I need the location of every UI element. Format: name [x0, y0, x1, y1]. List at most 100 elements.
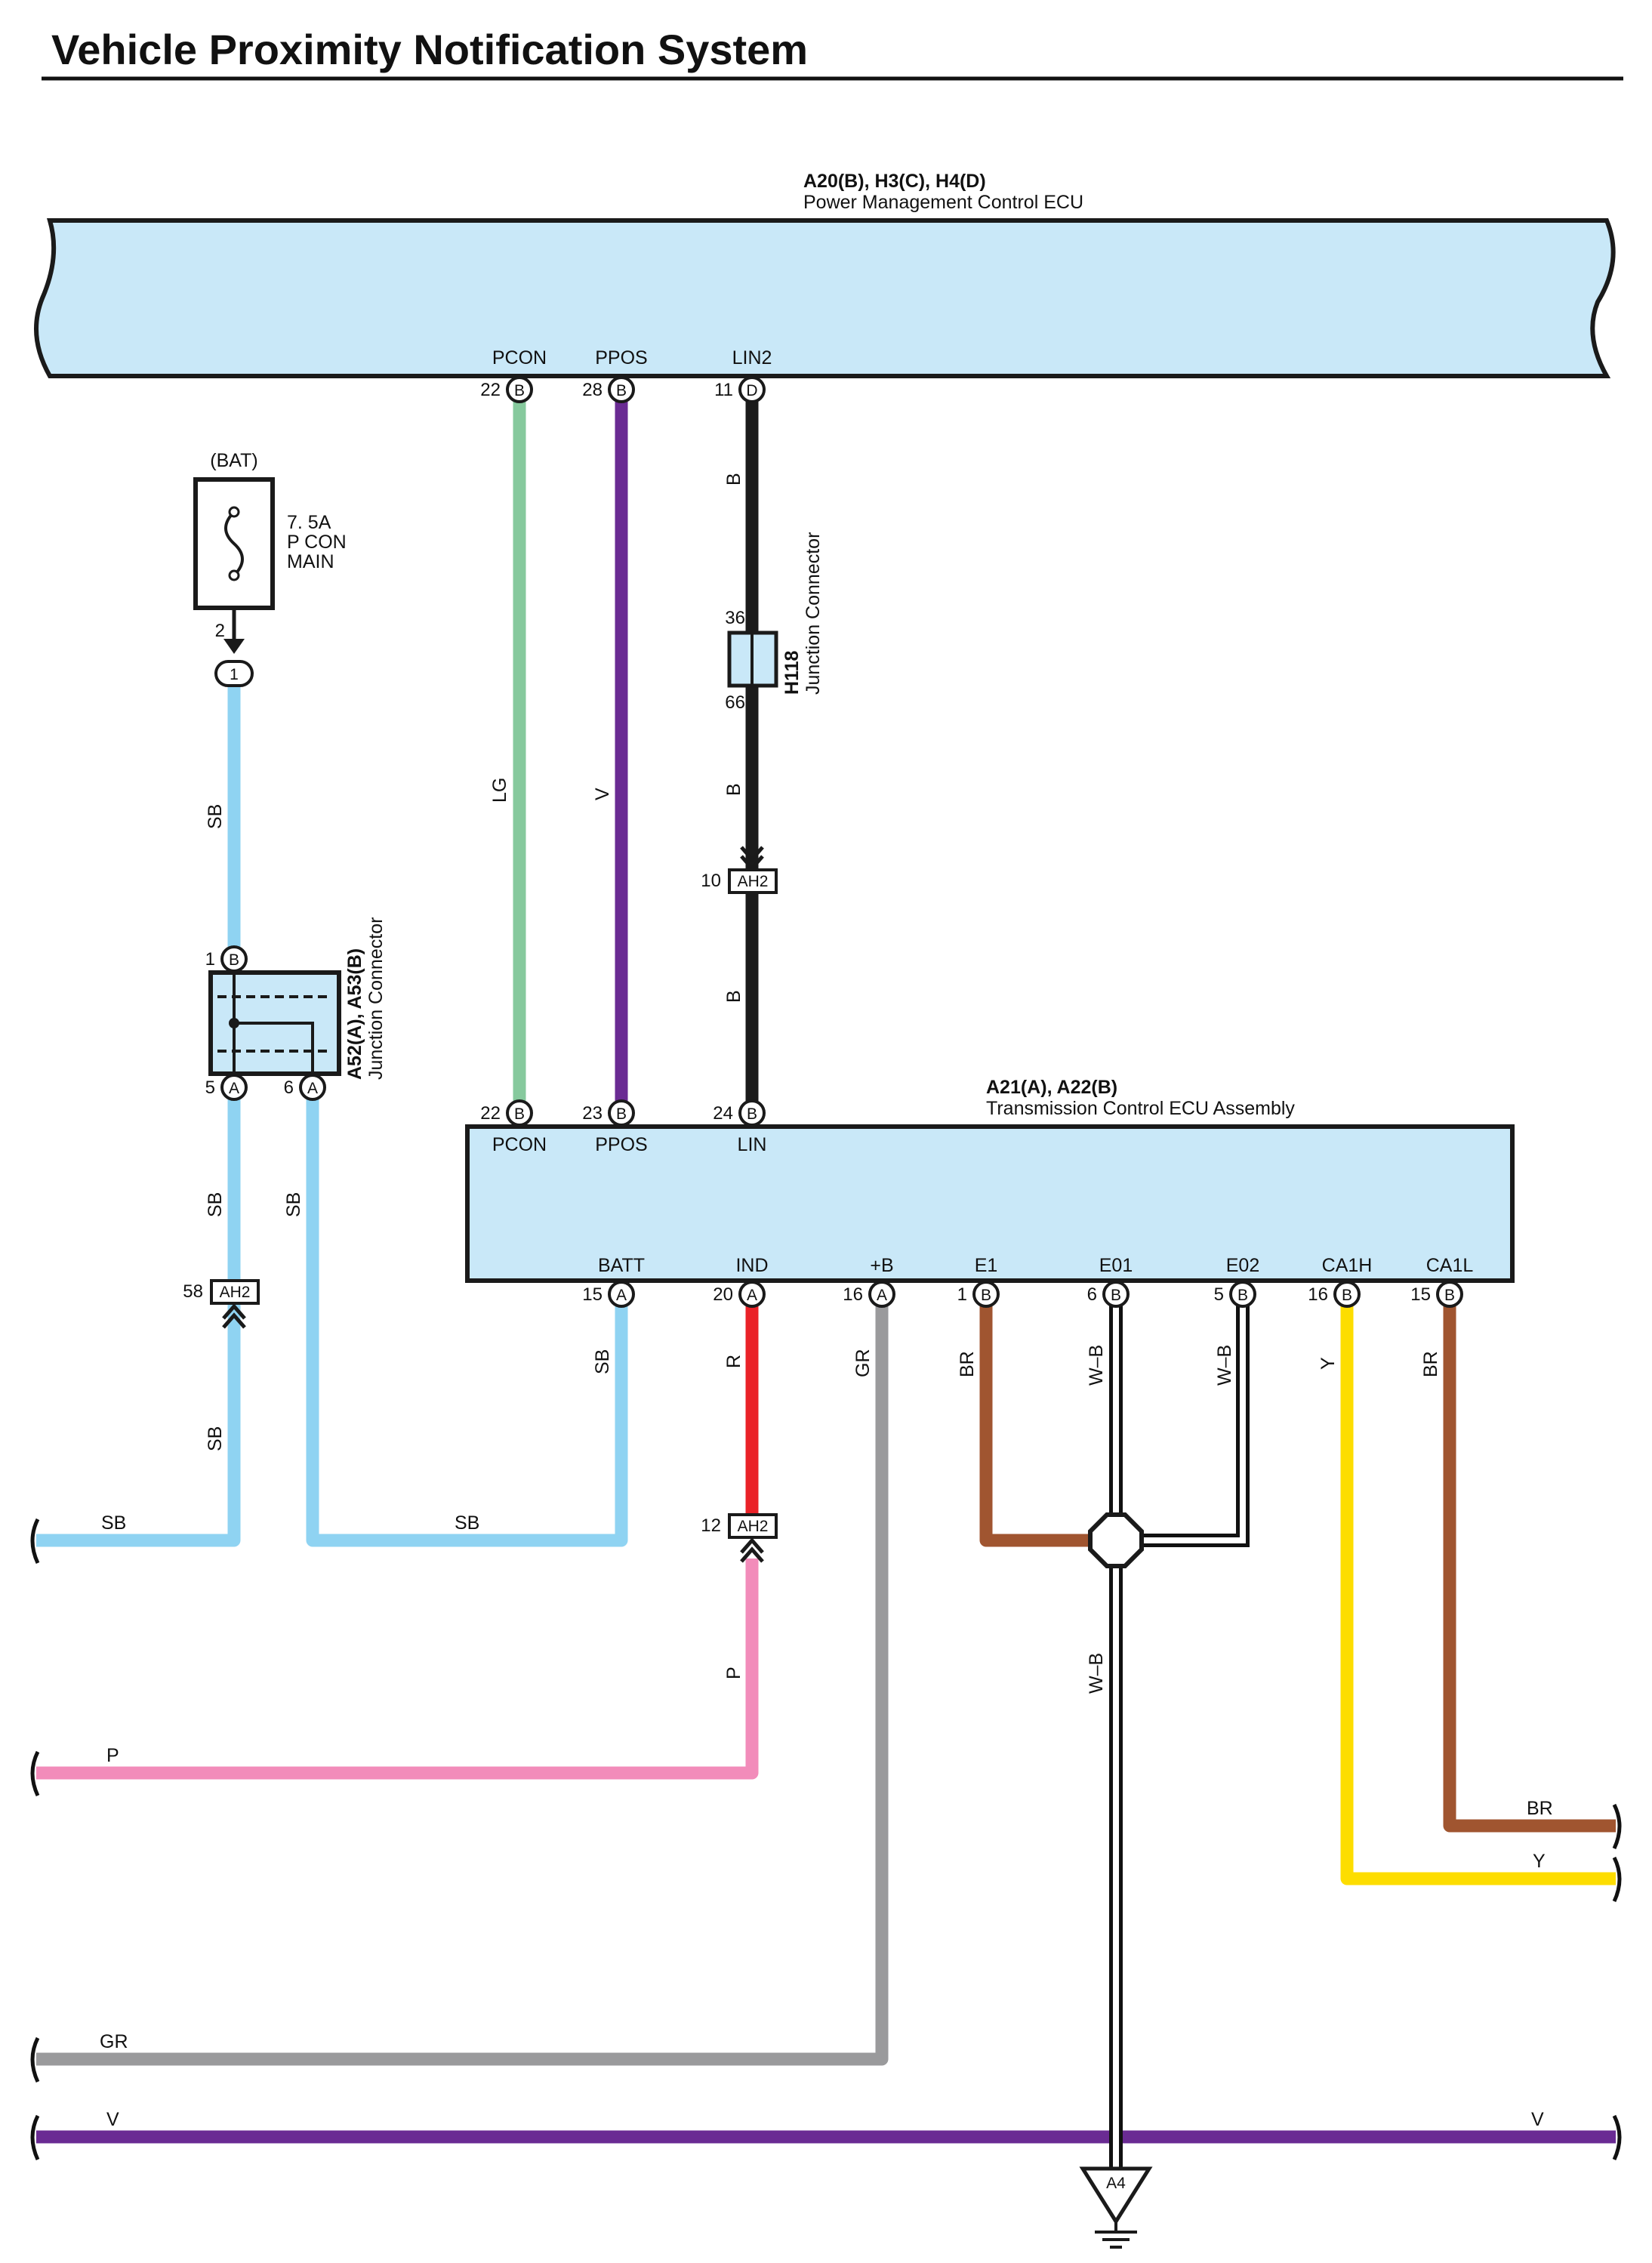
wire-label-v: V [592, 788, 613, 800]
pin-code: B [514, 382, 525, 399]
ah2-12-code: AH2 [738, 1518, 769, 1535]
tc-pin-ind: A 20 [713, 1281, 766, 1308]
pin-circle [1229, 1281, 1256, 1308]
wire-sb-left [36, 1087, 241, 1547]
pin-number: 1 [205, 949, 215, 970]
a52-codes: A52(A), A53(B) [344, 948, 365, 1080]
connector-1-oval [214, 660, 254, 687]
pin-circle [506, 376, 533, 403]
wire-label-v: V [1531, 2109, 1544, 2130]
pin-code: A [307, 1080, 318, 1097]
pin-number: 1 [957, 1284, 967, 1305]
h118-pin-top: 36 [725, 608, 745, 628]
tc-terminal-ca1l-label: CA1L [1426, 1255, 1474, 1276]
pm-ecu-name: Power Management Control ECU [803, 192, 1083, 213]
pin-number: 5 [1214, 1284, 1224, 1305]
wire-label-r: R [723, 1355, 744, 1368]
a52-pin-6: A 6 [284, 1074, 326, 1101]
pin-code: A [229, 1080, 239, 1097]
wire-br-e1 [979, 1294, 1090, 1547]
wire-label-br: BR [1420, 1351, 1441, 1377]
fuse-rating: 7. 5A [287, 512, 331, 533]
tc-pin-e1: B 1 [957, 1281, 1000, 1308]
chevron-down-icon [740, 846, 764, 862]
wire-gr [36, 1294, 889, 2066]
tc-pin-b-plus: A 16 [843, 1281, 895, 1308]
a52-pin-1: B 1 [205, 945, 248, 973]
pin-number: 15 [1410, 1284, 1431, 1305]
wire-label-sb: SB [455, 1512, 479, 1534]
tc-terminal-pcon-label: PCON [492, 1134, 547, 1155]
pin-code: A [616, 1287, 627, 1304]
transmission-control-ecu-box [465, 1124, 1515, 1283]
fuse-icon [224, 510, 244, 577]
squiggle-y [1612, 1856, 1622, 1903]
pin-circle [220, 945, 248, 973]
tc-ecu-name: Transmission Control ECU Assembly [986, 1098, 1295, 1119]
tc-pin-pcon: B 22 [480, 1099, 533, 1127]
fuse-pin: 2 [215, 621, 225, 641]
pm-terminal-pcon-label: PCON [492, 347, 547, 368]
pin-circle [608, 1099, 635, 1127]
pin-circle [738, 1099, 766, 1127]
squiggle-p [30, 1750, 40, 1797]
tc-pin-ppos: B 23 [582, 1099, 635, 1127]
pin-code: B [1111, 1287, 1121, 1304]
pin-code: B [981, 1287, 991, 1304]
tc-terminal-ppos-label: PPOS [595, 1134, 647, 1155]
tc-terminal-e1-label: E1 [975, 1255, 998, 1276]
wire-label-br: BR [957, 1351, 978, 1377]
pin-number: 11 [714, 380, 733, 400]
wire-label-b: B [723, 783, 744, 796]
tc-terminal-lin-label: LIN [738, 1134, 767, 1155]
squiggle-v-right [1612, 2114, 1622, 2161]
ground-a4-triangle [1079, 2166, 1153, 2225]
tc-terminal-ca1h-label: CA1H [1322, 1255, 1373, 1276]
pin-circle [299, 1074, 326, 1101]
pin-code: B [616, 1105, 627, 1123]
pin-circle [738, 376, 766, 403]
pm-pin-lin2: D 11 [714, 376, 766, 403]
wire-label-sb: SB [283, 1192, 304, 1217]
pin-number: 15 [582, 1284, 603, 1305]
pin-circle [868, 1281, 895, 1308]
wire-label-br: BR [1527, 1798, 1553, 1819]
wire-y [1340, 1294, 1616, 1885]
pin-number: 5 [205, 1078, 215, 1098]
pin-circle [608, 1281, 635, 1308]
pin-circle [738, 1281, 766, 1308]
pin-code: B [1444, 1287, 1455, 1304]
continuation-marks [30, 1518, 1622, 2161]
pin-number: 28 [582, 380, 603, 400]
pin-code: D [746, 382, 757, 399]
tc-terminal-e02-label: E02 [1226, 1255, 1259, 1276]
tc-pin-e02: B 5 [1214, 1281, 1256, 1308]
squiggle-sb [30, 1518, 40, 1565]
pin-circle [972, 1281, 1000, 1308]
pin-circle [220, 1074, 248, 1101]
wire-label-lg: LG [489, 778, 510, 803]
chevron-up-icon [222, 1312, 246, 1329]
pin-circle [608, 376, 635, 403]
pm-pin-pcon: B 22 [480, 376, 533, 403]
a52-pin-5: A 5 [205, 1074, 248, 1101]
wire-label-y: Y [1318, 1357, 1339, 1370]
wire-label-wb: W–B [1086, 1345, 1107, 1386]
tc-terminal-batt-label: BATT [598, 1255, 645, 1276]
wire-label-sb: SB [592, 1349, 613, 1374]
fuse-supply-label: (BAT) [210, 450, 257, 471]
wire-label-p: P [106, 1745, 119, 1766]
fuse-terminal-icon [228, 506, 240, 518]
ground-a4-label: A4 [1106, 2175, 1126, 2192]
wire-label-gr: GR [852, 1349, 874, 1378]
fuse-name-line1: P CON [287, 532, 347, 553]
pin-circle [506, 1099, 533, 1127]
ah2-12-connector [728, 1513, 778, 1539]
pin-code: B [747, 1105, 757, 1123]
wire-wb-e02-outer [1116, 1294, 1250, 1547]
pin-code: B [514, 1105, 525, 1123]
tc-pin-ca1l: B 15 [1410, 1281, 1463, 1308]
fuse-name-line2: MAIN [287, 551, 334, 572]
squiggle-br [1612, 1803, 1622, 1850]
pin-number: 23 [582, 1103, 603, 1124]
